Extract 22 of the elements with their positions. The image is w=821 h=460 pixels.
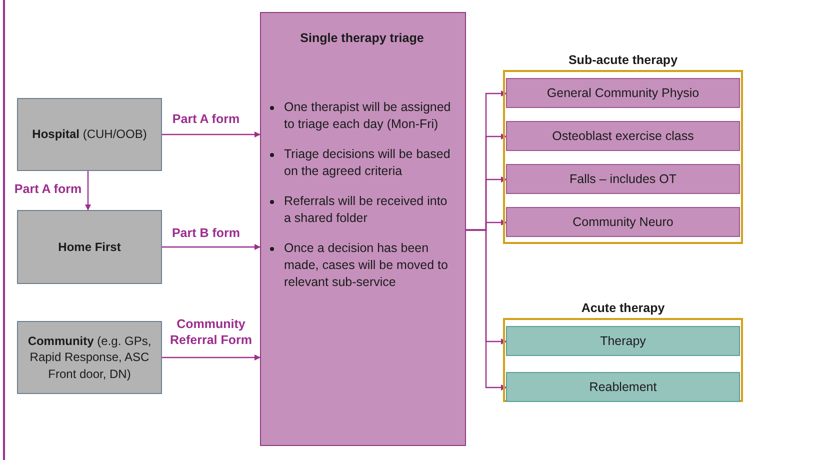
service-box: General Community Physio bbox=[506, 78, 740, 108]
service-box: Falls – includes OT bbox=[506, 164, 740, 194]
bullet-text: One therapist will be assigned to triage each day (Mon-Fri) bbox=[284, 100, 451, 131]
bullet-text: Triage decisions will be based on the agreed criteria bbox=[284, 147, 450, 178]
triage-box bbox=[260, 12, 466, 446]
group-heading: Sub-acute therapy bbox=[567, 52, 679, 68]
group-heading: Acute therapy bbox=[580, 300, 666, 316]
source-box: Community (e.g. GPs, Rapid Response, ASC Front door, DN) bbox=[17, 321, 162, 394]
bullet-text: Once a decision has been made, cases will be moved to relevant sub-service bbox=[284, 241, 448, 289]
service-box: Therapy bbox=[506, 326, 740, 356]
box-title: Single therapy triage bbox=[299, 31, 425, 45]
service-box: Reablement bbox=[506, 372, 740, 402]
source-box: Home First bbox=[17, 210, 162, 284]
arrow bbox=[162, 354, 260, 360]
arrow bbox=[85, 171, 91, 210]
service-box: Osteoblast exercise class bbox=[506, 121, 740, 151]
bullet-text: Referrals will be received into a shared folder bbox=[284, 194, 448, 225]
arrow bbox=[162, 244, 260, 250]
service-box: Community Neuro bbox=[506, 207, 740, 237]
source-box: Hospital (CUH/OOB) bbox=[17, 98, 162, 171]
arrow bbox=[466, 229, 507, 390]
arrow bbox=[162, 132, 260, 138]
